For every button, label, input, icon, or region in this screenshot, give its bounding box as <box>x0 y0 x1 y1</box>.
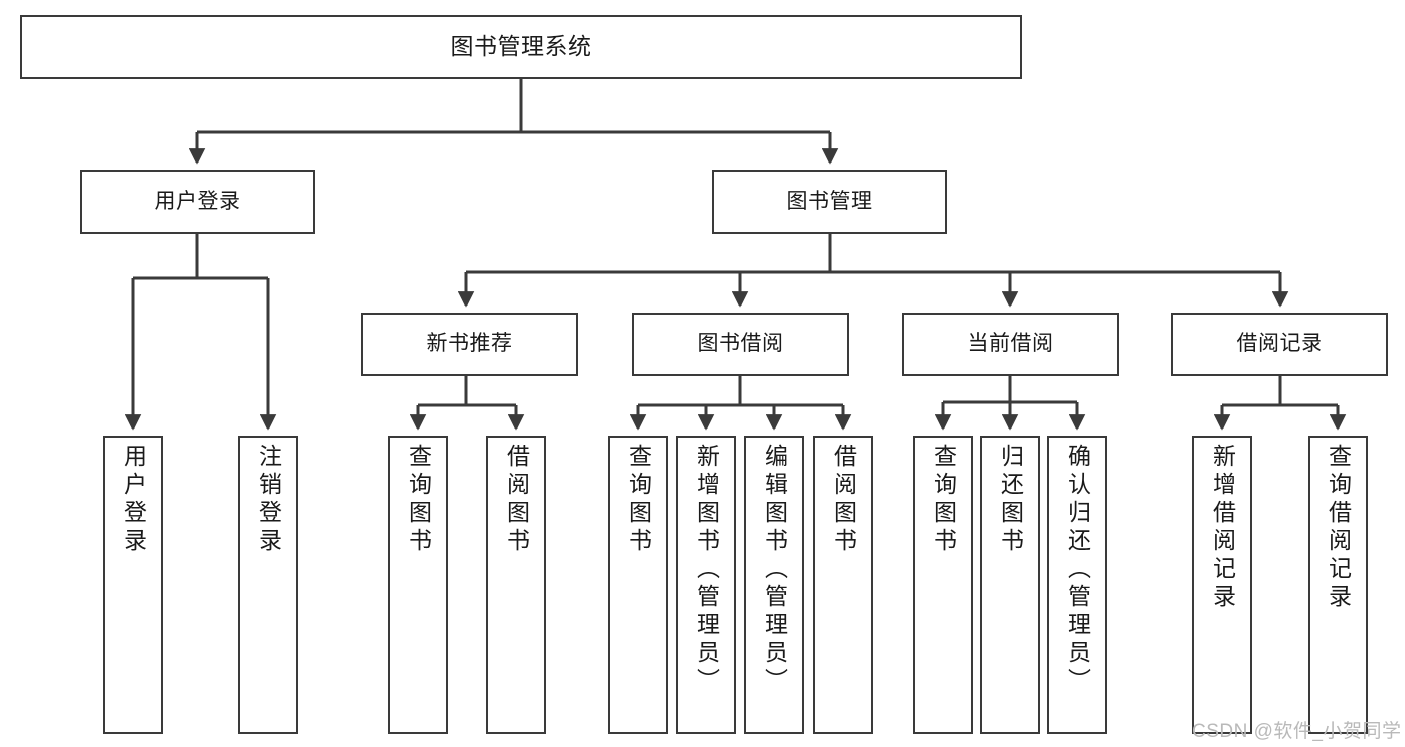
node-leaf-query-book-3[interactable]: 查询图书 <box>913 436 973 734</box>
node-label: 图书管理 <box>786 189 873 213</box>
node-leaf-return-book[interactable]: 归还图书 <box>980 436 1040 734</box>
node-label: 新增借阅记录 <box>1209 444 1236 612</box>
node-label: 图书管理系统 <box>450 33 592 60</box>
node-leaf-query-book-1[interactable]: 查询图书 <box>388 436 448 734</box>
node-label: 借阅图书 <box>503 444 530 556</box>
node-label: 确认归还（管理员） <box>1064 444 1091 696</box>
node-label: 借阅记录 <box>1236 332 1323 356</box>
node-leaf-add-borrow-record[interactable]: 新增借阅记录 <box>1192 436 1252 734</box>
node-root-system[interactable]: 图书管理系统 <box>20 15 1022 79</box>
node-current-borrow[interactable]: 当前借阅 <box>902 313 1119 376</box>
node-label: 用户登录 <box>154 189 241 213</box>
node-label: 查询图书 <box>405 444 432 556</box>
node-label: 注销登录 <box>255 444 282 556</box>
node-leaf-user-login[interactable]: 用户登录 <box>103 436 163 734</box>
node-label: 当前借阅 <box>967 332 1054 356</box>
node-label: 图书借阅 <box>697 332 784 356</box>
node-leaf-query-book-2[interactable]: 查询图书 <box>608 436 668 734</box>
node-leaf-edit-book[interactable]: 编辑图书（管理员） <box>744 436 804 734</box>
node-leaf-borrow-book-2[interactable]: 借阅图书 <box>813 436 873 734</box>
node-leaf-logout-login[interactable]: 注销登录 <box>238 436 298 734</box>
node-book-borrow[interactable]: 图书借阅 <box>632 313 849 376</box>
node-label: 查询图书 <box>625 444 652 556</box>
node-label: 查询借阅记录 <box>1325 444 1352 612</box>
node-user-login[interactable]: 用户登录 <box>80 170 315 234</box>
node-label: 借阅图书 <box>830 444 857 556</box>
node-label: 用户登录 <box>120 444 147 556</box>
node-borrow-record[interactable]: 借阅记录 <box>1171 313 1388 376</box>
node-label: 新增图书（管理员） <box>693 444 720 696</box>
node-leaf-borrow-book-1[interactable]: 借阅图书 <box>486 436 546 734</box>
node-leaf-confirm-return[interactable]: 确认归还（管理员） <box>1047 436 1107 734</box>
node-leaf-add-book[interactable]: 新增图书（管理员） <box>676 436 736 734</box>
node-leaf-query-borrow-record[interactable]: 查询借阅记录 <box>1308 436 1368 734</box>
node-label: 归还图书 <box>997 444 1024 556</box>
node-label: 查询图书 <box>930 444 957 556</box>
node-label: 编辑图书（管理员） <box>761 444 788 696</box>
node-label: 新书推荐 <box>426 332 513 356</box>
node-book-manage[interactable]: 图书管理 <box>712 170 947 234</box>
node-new-book-recommend[interactable]: 新书推荐 <box>361 313 578 376</box>
csdn-watermark: CSDN @软件_小贺同学 <box>1192 721 1402 742</box>
